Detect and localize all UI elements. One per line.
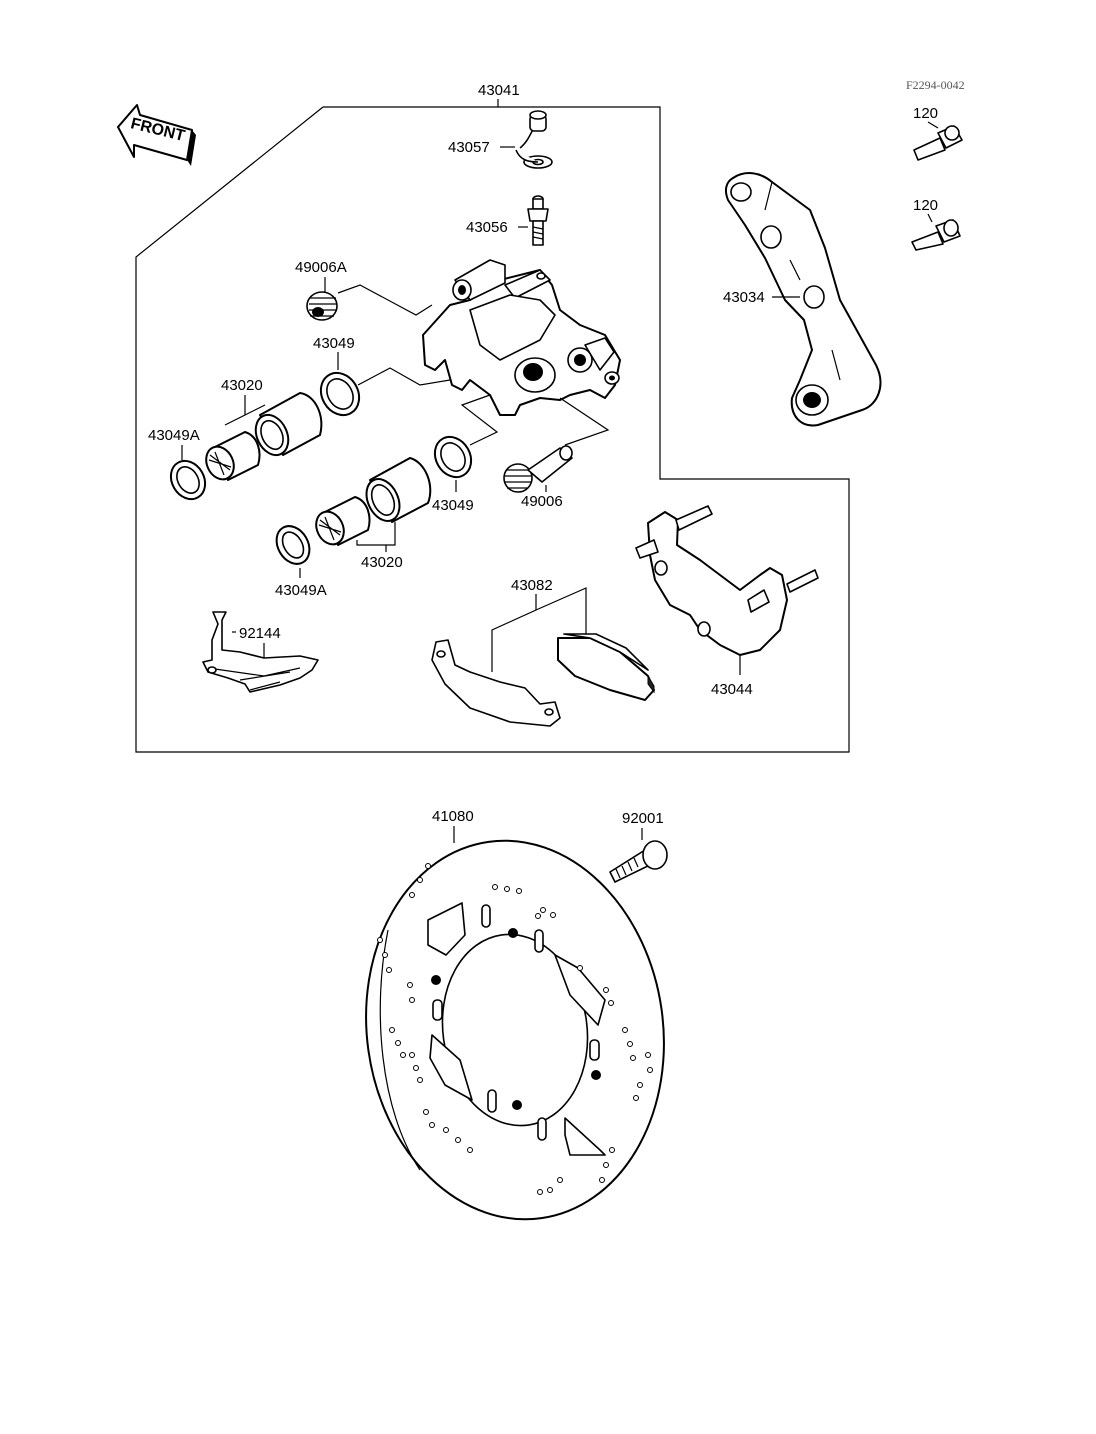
- label-92001: 92001: [622, 810, 664, 827]
- dust-seal-lower-part: [275, 525, 311, 565]
- label-43049-mid: 43049: [432, 497, 474, 514]
- label-43049A-top: 43049A: [148, 427, 200, 444]
- figure-code: F2294-0042: [906, 78, 965, 92]
- torque-link-part: [724, 172, 882, 427]
- dust-boot-49006A-part: [306, 291, 338, 321]
- bolt-120-upper-part: [913, 125, 963, 161]
- bleeder-cap-part: [515, 110, 553, 169]
- label-41080: 41080: [432, 808, 474, 825]
- label-43049A-bot: 43049A: [275, 582, 327, 599]
- label-49006A: 49006A: [295, 259, 347, 276]
- bolt-120-lower-part: [911, 219, 961, 251]
- caliper-bracket-part: [635, 505, 819, 656]
- piston-insulator-lower-part: [315, 496, 371, 546]
- piston-upper-part: [254, 392, 323, 457]
- label-43020-bot: 43020: [361, 554, 403, 571]
- label-120-b: 120: [913, 197, 938, 214]
- piston-seal-upper-part: [319, 371, 361, 417]
- label-92144: 92144: [239, 625, 281, 642]
- label-49006: 49006: [521, 493, 563, 510]
- label-43056: 43056: [466, 219, 508, 236]
- front-arrow-icon: FRONT: [117, 104, 196, 166]
- bleeder-valve-part: [527, 195, 549, 246]
- brake-pad-shim-part: [431, 639, 561, 727]
- label-43034: 43034: [723, 289, 765, 306]
- dust-seal-upper-part: [169, 459, 207, 501]
- label-43041: 43041: [478, 82, 520, 99]
- caliper-assembly-outline: [135, 106, 850, 753]
- label-43049-top: 43049: [313, 335, 355, 352]
- brake-disc-part: [365, 839, 665, 1221]
- piston-insulator-upper-part: [205, 431, 261, 481]
- label-120-a: 120: [913, 105, 938, 122]
- label-43082: 43082: [511, 577, 553, 594]
- piston-seal-lower-part: [433, 435, 473, 479]
- pad-spring-part: [202, 611, 319, 693]
- label-43044: 43044: [711, 681, 753, 698]
- brake-pad-part: [557, 633, 655, 701]
- dust-boot-49006-part: [503, 445, 573, 493]
- caliper-body-part: [422, 259, 621, 416]
- label-43057: 43057: [448, 139, 490, 156]
- piston-lower-part: [365, 457, 432, 523]
- label-43020-top: 43020: [221, 377, 263, 394]
- disc-bolt-part: [609, 840, 668, 883]
